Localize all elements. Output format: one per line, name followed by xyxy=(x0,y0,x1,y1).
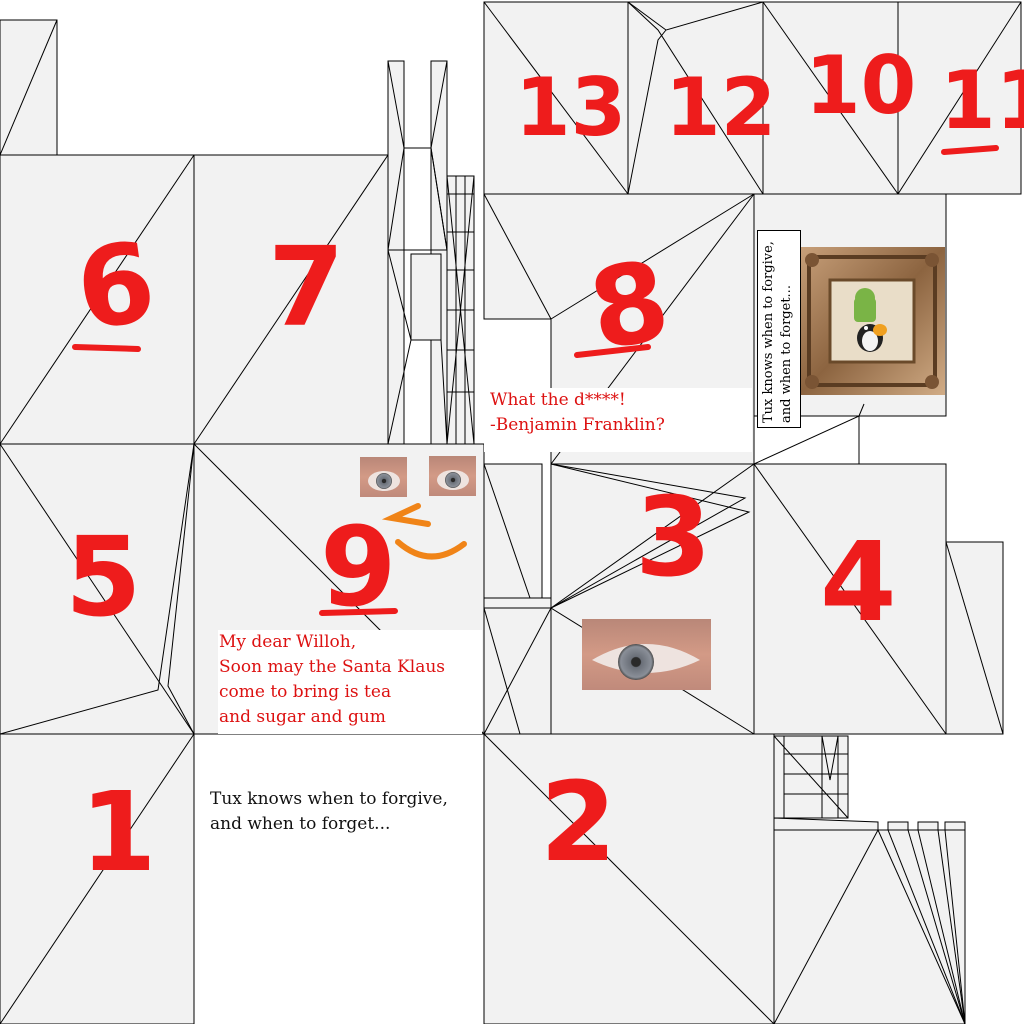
number-10: 10 xyxy=(805,39,916,132)
panel-12 xyxy=(627,1,764,195)
quote-franklin: What the d****! -Benjamin Franklin? xyxy=(484,388,752,452)
number-5: 5 xyxy=(65,513,142,641)
number-11: 11 xyxy=(940,54,1024,147)
quote-letter: My dear Willoh, Soon may the Santa Klaus… xyxy=(218,630,482,734)
number-7: 7 xyxy=(268,223,345,351)
quote-tux: Tux knows when to forgive, and when to f… xyxy=(210,789,448,834)
eye-photo-icon xyxy=(360,456,711,690)
number-4: 4 xyxy=(820,518,897,646)
number-12: 12 xyxy=(665,61,776,154)
android-robot-icon xyxy=(854,288,876,322)
number-6: 6 xyxy=(69,217,163,354)
number-underlines xyxy=(72,145,999,616)
number-2: 2 xyxy=(540,758,617,886)
quote-tux-rotated: Tux knows when to forgive, and when to f… xyxy=(761,241,794,423)
number-13: 13 xyxy=(515,61,626,154)
number-1: 1 xyxy=(80,768,157,896)
tux-penguin-icon xyxy=(857,324,887,352)
number-3: 3 xyxy=(635,473,712,601)
smile-mark-icon xyxy=(381,503,467,560)
quote-tux-rotated-box: Tux knows when to forgive, and when to f… xyxy=(757,230,801,428)
